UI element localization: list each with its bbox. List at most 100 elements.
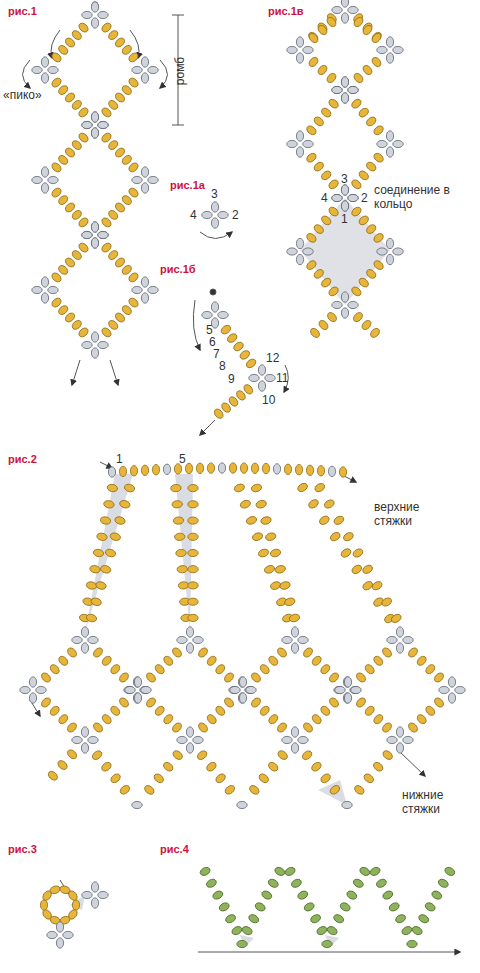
bead: [350, 285, 363, 297]
bead: [91, 898, 98, 908]
bead: [81, 627, 88, 637]
bead: [341, 93, 348, 103]
bead: [329, 784, 342, 796]
bead: [145, 696, 157, 708]
bead: [56, 938, 63, 948]
bead: [334, 686, 344, 693]
bead: [81, 643, 88, 653]
bead: [365, 268, 378, 280]
bead: [394, 913, 407, 924]
bead: [41, 57, 48, 67]
bead: [109, 532, 121, 542]
bead: [148, 66, 158, 73]
bead: [282, 736, 292, 743]
bead: [141, 277, 148, 287]
bead: [172, 500, 183, 508]
bead: [332, 913, 345, 924]
bead: [295, 465, 302, 475]
bead: [171, 749, 184, 761]
bead: [119, 784, 132, 796]
bead: [211, 218, 218, 228]
callout-number: 5: [179, 452, 186, 466]
bead: [132, 801, 142, 808]
bead: [63, 931, 73, 938]
bead: [372, 761, 385, 773]
bead: [148, 176, 158, 183]
bead: [82, 121, 92, 128]
bead: [237, 940, 247, 947]
note-label: соединение в кольцо: [374, 183, 474, 211]
bead: [296, 254, 303, 264]
bead: [265, 374, 275, 381]
bead: [344, 677, 351, 687]
bead: [41, 277, 48, 287]
callout-number: 5: [206, 323, 213, 337]
bead: [303, 140, 313, 147]
bead: [239, 693, 246, 703]
bead: [255, 499, 267, 509]
callout-number: 4: [321, 191, 328, 205]
bead: [332, 6, 342, 13]
bead: [141, 293, 148, 303]
bead: [359, 866, 372, 877]
bead: [258, 381, 265, 391]
bead: [350, 205, 363, 217]
bead: [238, 349, 251, 361]
figure-label: рис.1б: [160, 262, 196, 276]
callout-number: 6: [209, 335, 216, 349]
bead: [57, 713, 69, 725]
bead: [284, 464, 291, 474]
bead: [350, 686, 360, 693]
bead: [130, 466, 137, 476]
bead: [348, 301, 358, 308]
bead: [91, 112, 98, 122]
bead: [348, 194, 358, 201]
bead: [377, 140, 387, 147]
bead: [306, 465, 313, 475]
bead: [50, 271, 63, 283]
bead: [407, 940, 417, 947]
bead: [387, 736, 397, 743]
bead: [171, 646, 183, 658]
figure-label: рис.2: [8, 452, 37, 466]
bead: [341, 93, 348, 103]
bead: [416, 713, 428, 725]
bead: [152, 772, 165, 784]
bead: [230, 686, 240, 693]
bead: [370, 56, 382, 69]
bead: [218, 463, 225, 473]
bead: [301, 749, 314, 761]
bead: [386, 53, 393, 63]
bead: [29, 693, 36, 703]
bead: [298, 736, 308, 743]
bead: [291, 743, 298, 753]
figure-label: рис.1в: [268, 4, 304, 18]
bead: [320, 276, 333, 288]
bead: [91, 222, 98, 232]
bead: [342, 801, 352, 808]
bead: [238, 677, 245, 687]
bead: [313, 482, 326, 493]
bead: [132, 66, 142, 73]
bead: [100, 216, 113, 228]
bead: [341, 185, 348, 195]
bead: [290, 878, 303, 889]
bead: [98, 231, 108, 238]
bead: [223, 671, 235, 683]
bead: [317, 466, 324, 476]
note-label: нижние стяжки: [402, 788, 476, 816]
callout-number: 9: [228, 372, 235, 386]
bead: [386, 131, 393, 141]
bead: [197, 646, 209, 658]
bead: [372, 259, 385, 271]
bead: [328, 671, 340, 683]
bead: [287, 46, 297, 53]
bead: [296, 37, 303, 47]
bead: [262, 463, 269, 473]
bead: [350, 564, 363, 576]
bead: [186, 627, 193, 637]
bead: [133, 677, 140, 687]
bead: [206, 713, 218, 725]
bead: [316, 925, 329, 936]
